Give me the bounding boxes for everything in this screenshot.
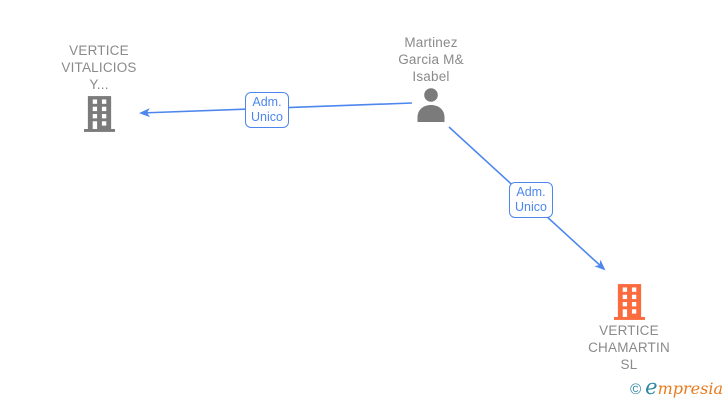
entity-label-line: Martinez xyxy=(404,35,458,50)
edge-label-adm-unico: Adm. Unico xyxy=(245,92,289,128)
entity-label-line: Y... xyxy=(89,77,109,92)
empresia-brand-e: e xyxy=(645,375,658,399)
person-icon xyxy=(415,88,447,122)
entity-vertice-chamartin-sl[interactable]: VERTICE CHAMARTIN SL xyxy=(549,284,709,373)
entity-vertice-vitalicios[interactable]: VERTICE VITALICIOS Y... xyxy=(19,42,179,132)
edge-label-line: Unico xyxy=(251,110,283,124)
entity-label: VERTICE CHAMARTIN SL xyxy=(588,322,670,373)
edge-label-line: Adm. xyxy=(516,185,546,199)
edge-label-line: Unico xyxy=(515,200,547,214)
entity-label-line: VERTICE xyxy=(599,323,659,338)
edge-label-adm-unico: Adm. Unico xyxy=(509,182,553,218)
entity-label-line: SL xyxy=(620,357,638,372)
entity-label-line: VERTICE xyxy=(69,43,129,58)
entity-label: Martinez Garcia M& Isabel xyxy=(398,34,464,85)
entity-label-line: VITALICIOS xyxy=(61,60,137,75)
entity-label-line: Isabel xyxy=(412,69,450,84)
empresia-logo: © e mpresia xyxy=(630,375,723,399)
entity-martinez-garcia-m-isabel[interactable]: Martinez Garcia M& Isabel xyxy=(351,34,511,122)
building-icon xyxy=(613,284,645,320)
entity-label-line: Garcia M& xyxy=(398,52,464,67)
entity-label-line: CHAMARTIN xyxy=(588,340,670,355)
empresia-brand-text: mpresia xyxy=(657,379,723,398)
entity-label: VERTICE VITALICIOS Y... xyxy=(61,42,136,93)
edge-label-line: Adm. xyxy=(252,95,282,109)
building-icon xyxy=(83,96,115,132)
copyright-icon: © xyxy=(630,381,642,398)
